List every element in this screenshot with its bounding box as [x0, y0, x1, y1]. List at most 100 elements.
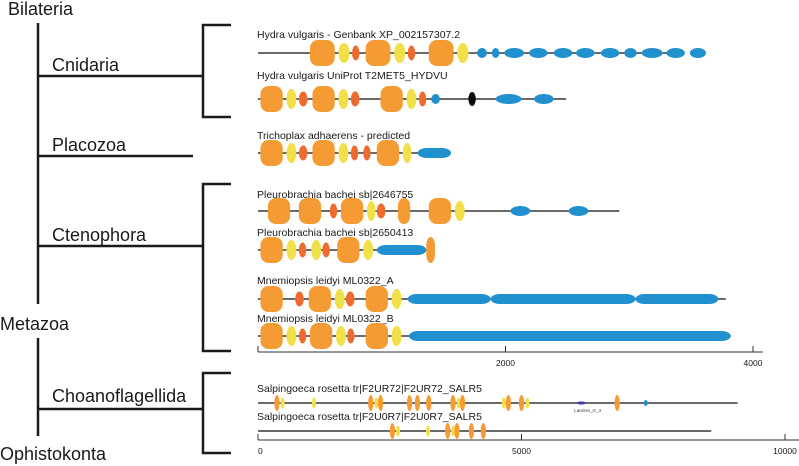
- orange-domain: [459, 395, 466, 411]
- panel-2: Salpingoeca rosetta tr|F2UR72|F2UR72_SAL…: [257, 383, 799, 456]
- yellow-domain: [525, 397, 530, 409]
- taxon-placozoa: Placozoa: [52, 135, 127, 155]
- red-domain: [329, 203, 338, 219]
- orange-domain: [377, 395, 384, 411]
- red-domain: [350, 91, 360, 107]
- orange-domain: [337, 237, 360, 263]
- blue-domain: [568, 206, 589, 216]
- yellow-domain: [312, 397, 317, 409]
- yellow-domain: [338, 89, 349, 109]
- yellow-domain: [286, 326, 297, 346]
- red-domain: [298, 145, 308, 161]
- blue-domain: [431, 94, 440, 104]
- orange-domain: [365, 286, 388, 312]
- red-domain: [352, 45, 360, 61]
- red-domain: [298, 91, 308, 107]
- orange-domain: [312, 140, 335, 166]
- orange-domain: [414, 395, 421, 411]
- sequence-row: Mnemiopsis leidyi ML0322_A: [257, 275, 726, 312]
- orange-domain: [365, 40, 391, 66]
- yellow-domain: [454, 201, 465, 221]
- taxon-ophistokonta: Ophistokonta: [0, 444, 107, 464]
- yellow-domain: [391, 326, 402, 346]
- blue-domain: [666, 48, 685, 58]
- purple-domain: [576, 401, 587, 405]
- yellow-domain: [334, 289, 345, 309]
- sequence-label: Pleurobrachia bachei sb|2650413: [257, 227, 413, 239]
- blue-domain: [576, 48, 595, 58]
- yellow-domain: [457, 43, 469, 63]
- bracket-cnidaria: [201, 23, 231, 119]
- sequence-row: Pleurobrachia bachei sb|2646755: [257, 189, 620, 224]
- orange-domain: [340, 198, 364, 224]
- taxon-choanoflagellida: Choanoflagellida: [52, 386, 187, 406]
- red-domain: [322, 242, 330, 258]
- orange-domain: [309, 323, 333, 349]
- orange-domain: [309, 40, 335, 66]
- blue-domain: [624, 48, 637, 58]
- sequence-label: Hydra vulgaris UniProt T2MET5_HYDVU: [257, 70, 448, 82]
- orange-domain: [445, 423, 451, 439]
- yellow-domain: [286, 240, 297, 260]
- yellow-domain: [374, 397, 379, 409]
- sequence-row: Trichoplax adhaerens - predicted: [257, 130, 452, 166]
- taxon-ctenophora: Ctenophora: [52, 225, 147, 245]
- blue-domain: [635, 294, 719, 304]
- orange-domain: [397, 198, 411, 224]
- sequence-row: Hydra vulgaris UniProt T2MET5_HYDVU: [257, 70, 567, 112]
- sequence-row: Hydra vulgaris - Genbank XP_002157307.2: [257, 29, 706, 66]
- orange-domain: [365, 323, 388, 349]
- orange-domain: [298, 198, 322, 224]
- sequence-label: Pleurobrachia bachei sb|2646755: [257, 189, 413, 201]
- sequence-row: Pleurobrachia bachei sb|2650413: [257, 227, 435, 263]
- blue-domain: [491, 48, 500, 58]
- orange-domain: [389, 423, 396, 439]
- orange-domain: [614, 395, 620, 411]
- tick-label: 0: [258, 446, 263, 456]
- orange-domain: [260, 286, 283, 312]
- sequence-label: Mnemiopsis leidyi ML0322_A: [257, 275, 394, 287]
- yellow-domain: [280, 397, 285, 409]
- orange-domain: [380, 86, 403, 112]
- red-domain: [363, 145, 371, 161]
- tick-label: 4000: [744, 358, 763, 368]
- orange-domain: [368, 395, 374, 411]
- taxon-cnidaria: Cnidaria: [52, 55, 120, 75]
- blue-domain: [490, 294, 636, 304]
- panel-1: Hydra vulgaris - Genbank XP_002157307.2H…: [257, 29, 763, 368]
- orange-domain: [454, 423, 460, 439]
- domain-annotation: Laminin_G_3: [574, 408, 601, 413]
- sequence-row: Salpingoeca rosetta tr|F2UR72|F2UR72_SAL…: [257, 383, 738, 413]
- yellow-domain: [311, 240, 322, 260]
- sequence-label: Hydra vulgaris - Genbank XP_002157307.2: [257, 29, 460, 41]
- blue-domain: [553, 48, 573, 58]
- taxon-metazoa: Metazoa: [0, 314, 70, 334]
- blue-domain: [643, 400, 648, 406]
- yellow-domain: [335, 326, 346, 346]
- yellow-domain: [391, 289, 402, 309]
- orange-domain: [426, 395, 432, 411]
- sequence-row: Salpingoeca rosetta tr|F2U0R7|F2U0R7_SAL…: [257, 411, 712, 439]
- blue-domain: [417, 148, 452, 158]
- orange-domain: [376, 140, 400, 166]
- red-domain: [407, 45, 416, 61]
- red-domain: [298, 242, 307, 258]
- orange-domain: [428, 198, 452, 224]
- yellow-domain: [363, 240, 374, 260]
- yellow-domain: [286, 89, 297, 109]
- yellow-domain: [406, 89, 417, 109]
- blue-domain: [533, 94, 554, 104]
- orange-domain: [426, 237, 435, 263]
- orange-domain: [260, 86, 283, 112]
- red-domain: [298, 328, 307, 344]
- blue-domain: [407, 294, 491, 304]
- blue-domain: [641, 48, 663, 58]
- sequence-label: Trichoplax adhaerens - predicted: [257, 130, 410, 142]
- blue-domain: [495, 94, 522, 104]
- orange-domain: [468, 423, 475, 439]
- orange-domain: [505, 395, 511, 411]
- orange-domain: [406, 395, 413, 411]
